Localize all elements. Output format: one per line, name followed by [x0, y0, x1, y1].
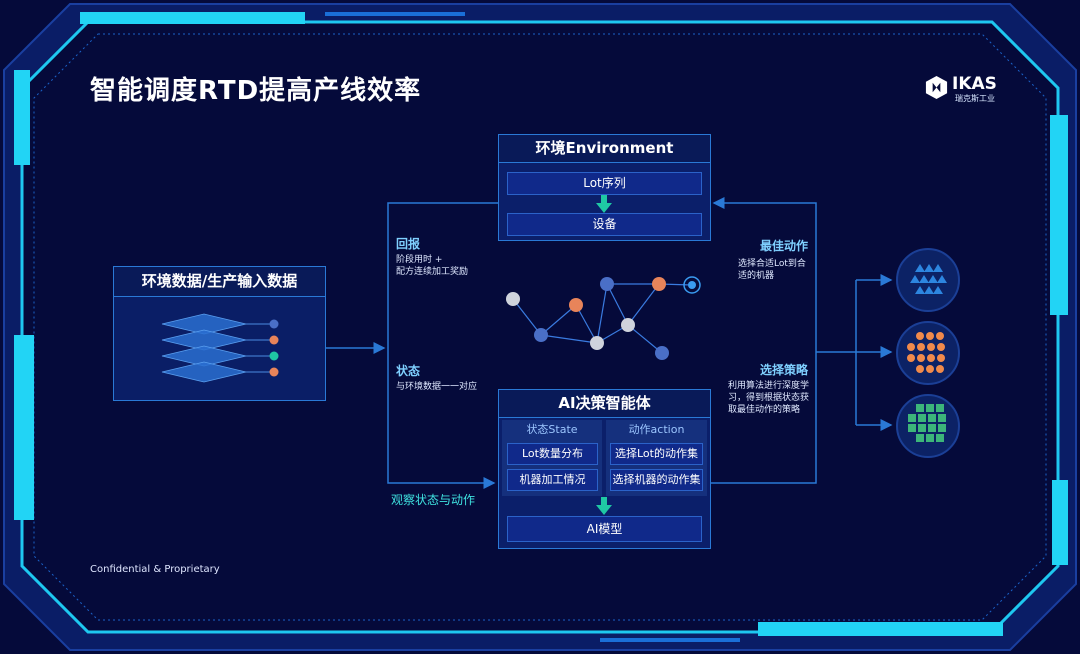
equipment-block: 设备 — [507, 213, 702, 236]
lot-sequence-block: Lot序列 — [507, 172, 702, 195]
state-column: 状态State Lot数量分布 机器加工情况 — [502, 420, 602, 496]
best-action-desc-line1: 选择合适Lot到合 — [738, 259, 806, 269]
ai-model-block: AI模型 — [507, 516, 702, 542]
observe-label: 观察状态与动作 — [391, 493, 476, 507]
best-action-label: 最佳动作 — [760, 239, 809, 253]
policy-desc-line3: 取最佳动作的策略 — [728, 405, 801, 415]
dot-grid-icon — [896, 321, 960, 385]
graph-node — [652, 277, 666, 291]
action-header: 动作action — [628, 423, 685, 436]
graph-node — [569, 298, 583, 312]
ai-agent-box: AI决策智能体 状态State Lot数量分布 机器加工情况 动作action … — [498, 389, 711, 549]
page-title: 智能调度RTD提高产线效率 — [90, 76, 422, 106]
environment-box: 环境Environment Lot序列 设备 — [498, 134, 711, 241]
policy-desc-line2: 习，得到根据状态获 — [728, 393, 810, 403]
graph-node — [590, 336, 604, 350]
down-arrow-icon — [596, 497, 612, 515]
reward-desc-line1: 阶段用时 + — [396, 255, 443, 265]
state-header: 状态State — [526, 423, 578, 436]
ikas-logo-icon — [925, 75, 948, 100]
reward-label: 回报 — [396, 237, 421, 251]
graph-node — [534, 328, 548, 342]
graph-node — [683, 276, 701, 294]
square-grid-icon — [896, 394, 960, 458]
triangle-grid-icon — [896, 248, 960, 312]
state-item-machine-status: 机器加工情况 — [507, 469, 598, 491]
environment-title: 环境Environment — [499, 135, 710, 163]
state-desc: 与环境数据一一对应 — [396, 382, 478, 392]
data-layers-icon — [161, 313, 279, 383]
confidential-footer: Confidential & Proprietary — [90, 564, 220, 575]
input-data-panel: 环境数据/生产输入数据 — [113, 266, 326, 401]
action-item-select-lot: 选择Lot的动作集 — [610, 443, 703, 465]
network-graph-icon — [506, 276, 701, 360]
logo-name: IKAS — [952, 74, 997, 94]
policy-desc-line1: 利用算法进行深度学 — [728, 381, 810, 391]
state-item-lot-count: Lot数量分布 — [507, 443, 598, 465]
reward-desc-line2: 配方连续加工奖励 — [396, 267, 469, 277]
down-arrow-icon — [596, 195, 612, 213]
action-column: 动作action 选择Lot的动作集 选择机器的动作集 — [606, 420, 707, 496]
action-item-select-machine: 选择机器的动作集 — [610, 469, 703, 491]
graph-node — [506, 292, 520, 306]
input-data-title: 环境数据/生产输入数据 — [114, 267, 325, 297]
ai-agent-title: AI决策智能体 — [499, 390, 710, 418]
graph-node — [600, 277, 614, 291]
company-logo: IKAS 瑞克斯工业 — [924, 74, 1004, 104]
graph-node — [688, 281, 696, 289]
best-action-desc-line2: 适的机器 — [738, 271, 775, 281]
graph-node — [621, 318, 635, 332]
logo-subtitle: 瑞克斯工业 — [955, 94, 995, 103]
policy-label: 选择策略 — [760, 363, 809, 377]
state-label: 状态 — [396, 364, 421, 378]
graph-node — [655, 346, 669, 360]
